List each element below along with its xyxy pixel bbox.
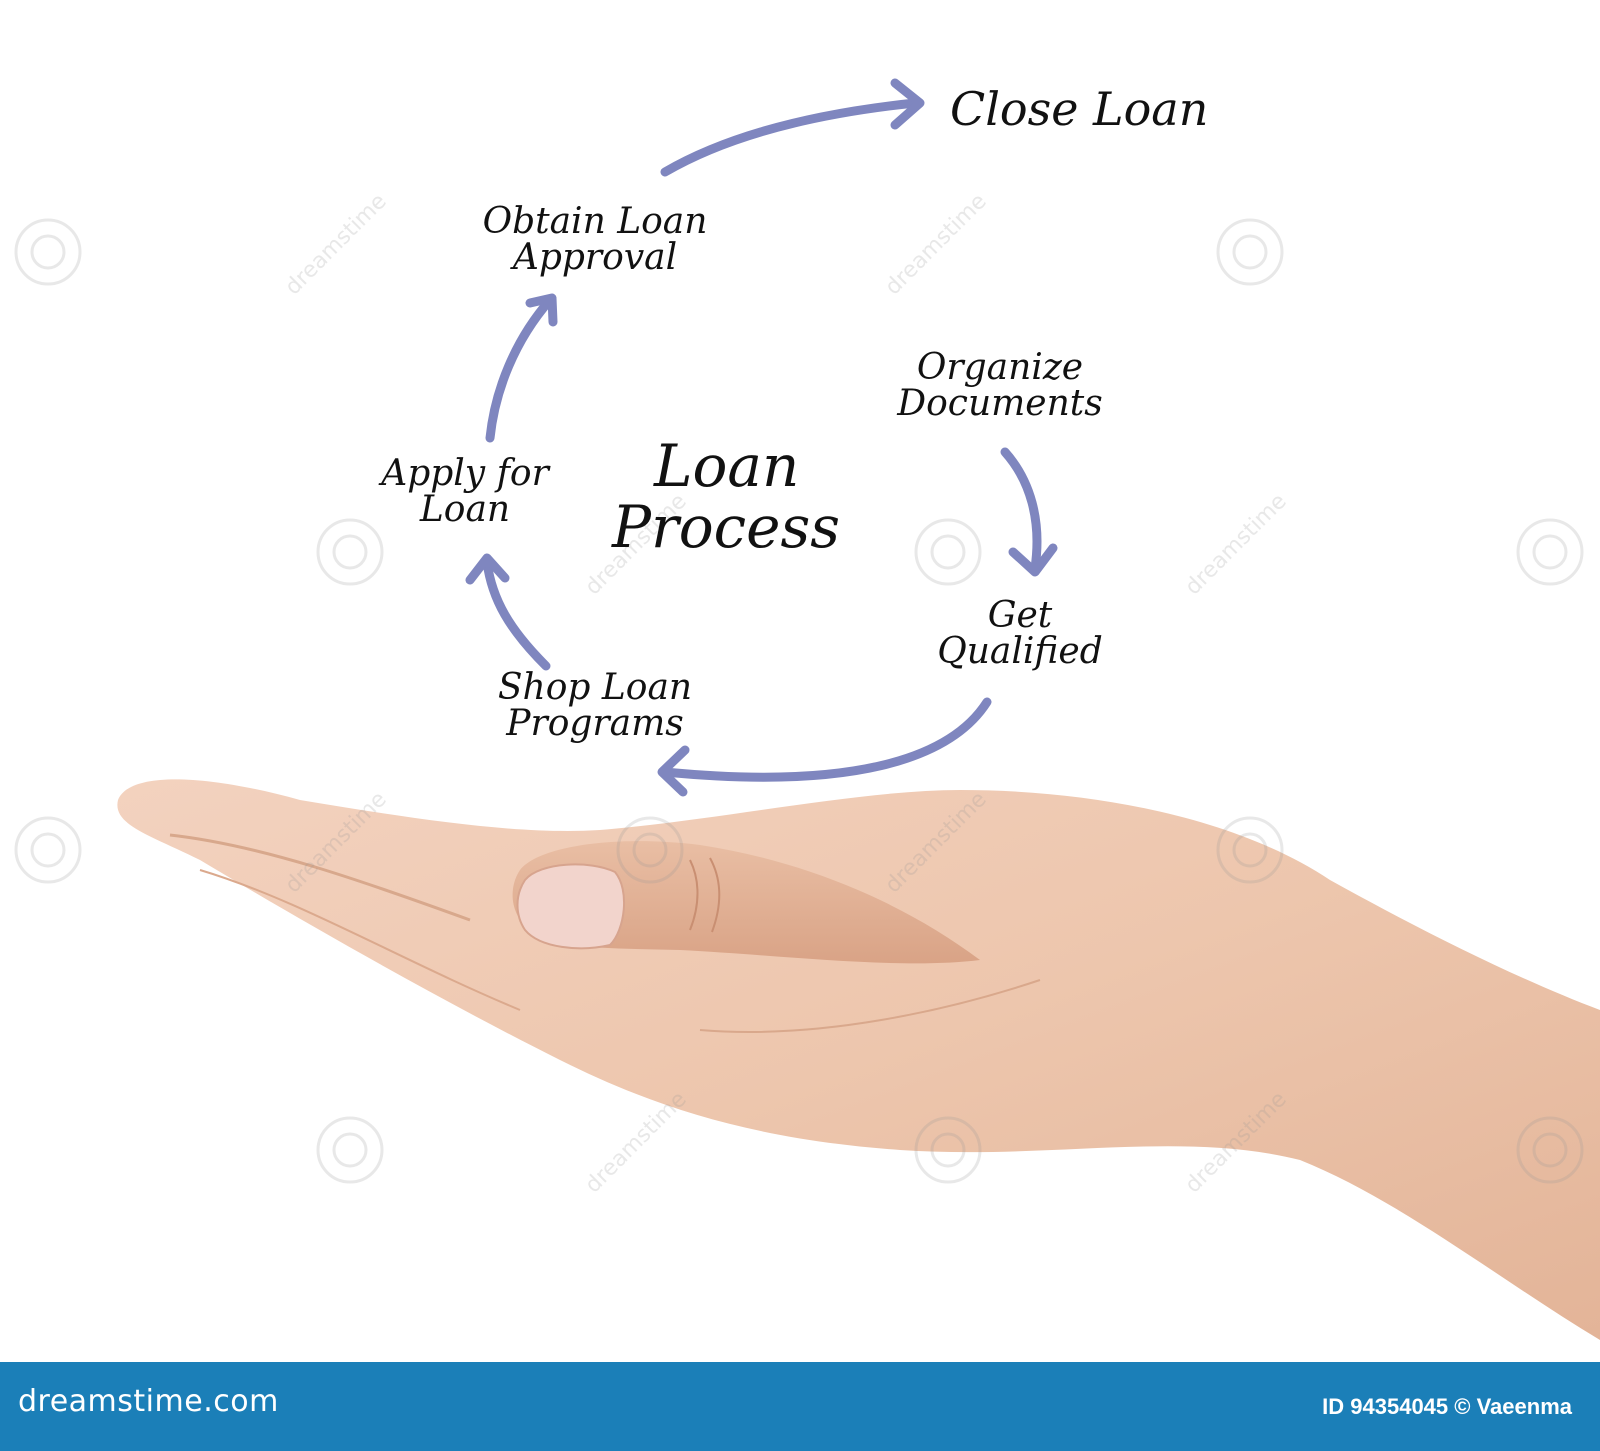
step-label-line: Approval [512, 237, 678, 278]
watermark-marks [14, 218, 1584, 1184]
diagram-title-line: Process [612, 492, 841, 561]
step-label-line: Programs [506, 703, 684, 744]
diagram-title-line: Loan [654, 432, 800, 500]
step-label-line: Organize [916, 347, 1084, 388]
footer-bar: dreamstime.com ID 94354045 © Vaeenma [0, 1362, 1600, 1451]
step-label-line: Get [987, 595, 1053, 636]
step-label-line: Shop Loan [497, 667, 693, 708]
thumbnail-shape [516, 863, 626, 950]
step-label-line: Close Loan [950, 82, 1209, 136]
step-apply-for-loan: Apply for Loan [330, 456, 600, 528]
cycle-arrows [465, 78, 1058, 797]
step-label-line: Documents [897, 383, 1103, 424]
diagram-title: Loan Process [612, 436, 840, 558]
arrow-shop-to-apply [482, 557, 551, 671]
palm-shape [117, 779, 1600, 1340]
step-obtain-approval: Obtain Loan Approval [400, 204, 790, 276]
step-shop-loan-programs: Shop Loan Programs [430, 670, 760, 742]
step-label-line: Loan [419, 489, 511, 530]
arrow-apply-to-approval [485, 295, 555, 443]
step-organize-documents: Organize Documents [835, 350, 1165, 422]
thumb-shape [512, 841, 980, 964]
arrow-organize-to-qualified [1000, 447, 1042, 573]
hand-illustration [14, 78, 1600, 1340]
step-get-qualified: Get Qualified [870, 598, 1170, 670]
arrow-approval-to-close [660, 98, 920, 177]
image-id: ID 94354045 © Vaeenma [1322, 1394, 1572, 1419]
arrow-qualified-to-shop [660, 697, 992, 782]
step-label-line: Qualified [937, 631, 1103, 672]
step-label-line: Apply for [381, 453, 549, 494]
step-label-line: Obtain Loan [482, 201, 708, 242]
step-close-loan: Close Loan [950, 86, 1208, 132]
footer-logo[interactable]: dreamstime.com [18, 1384, 279, 1419]
